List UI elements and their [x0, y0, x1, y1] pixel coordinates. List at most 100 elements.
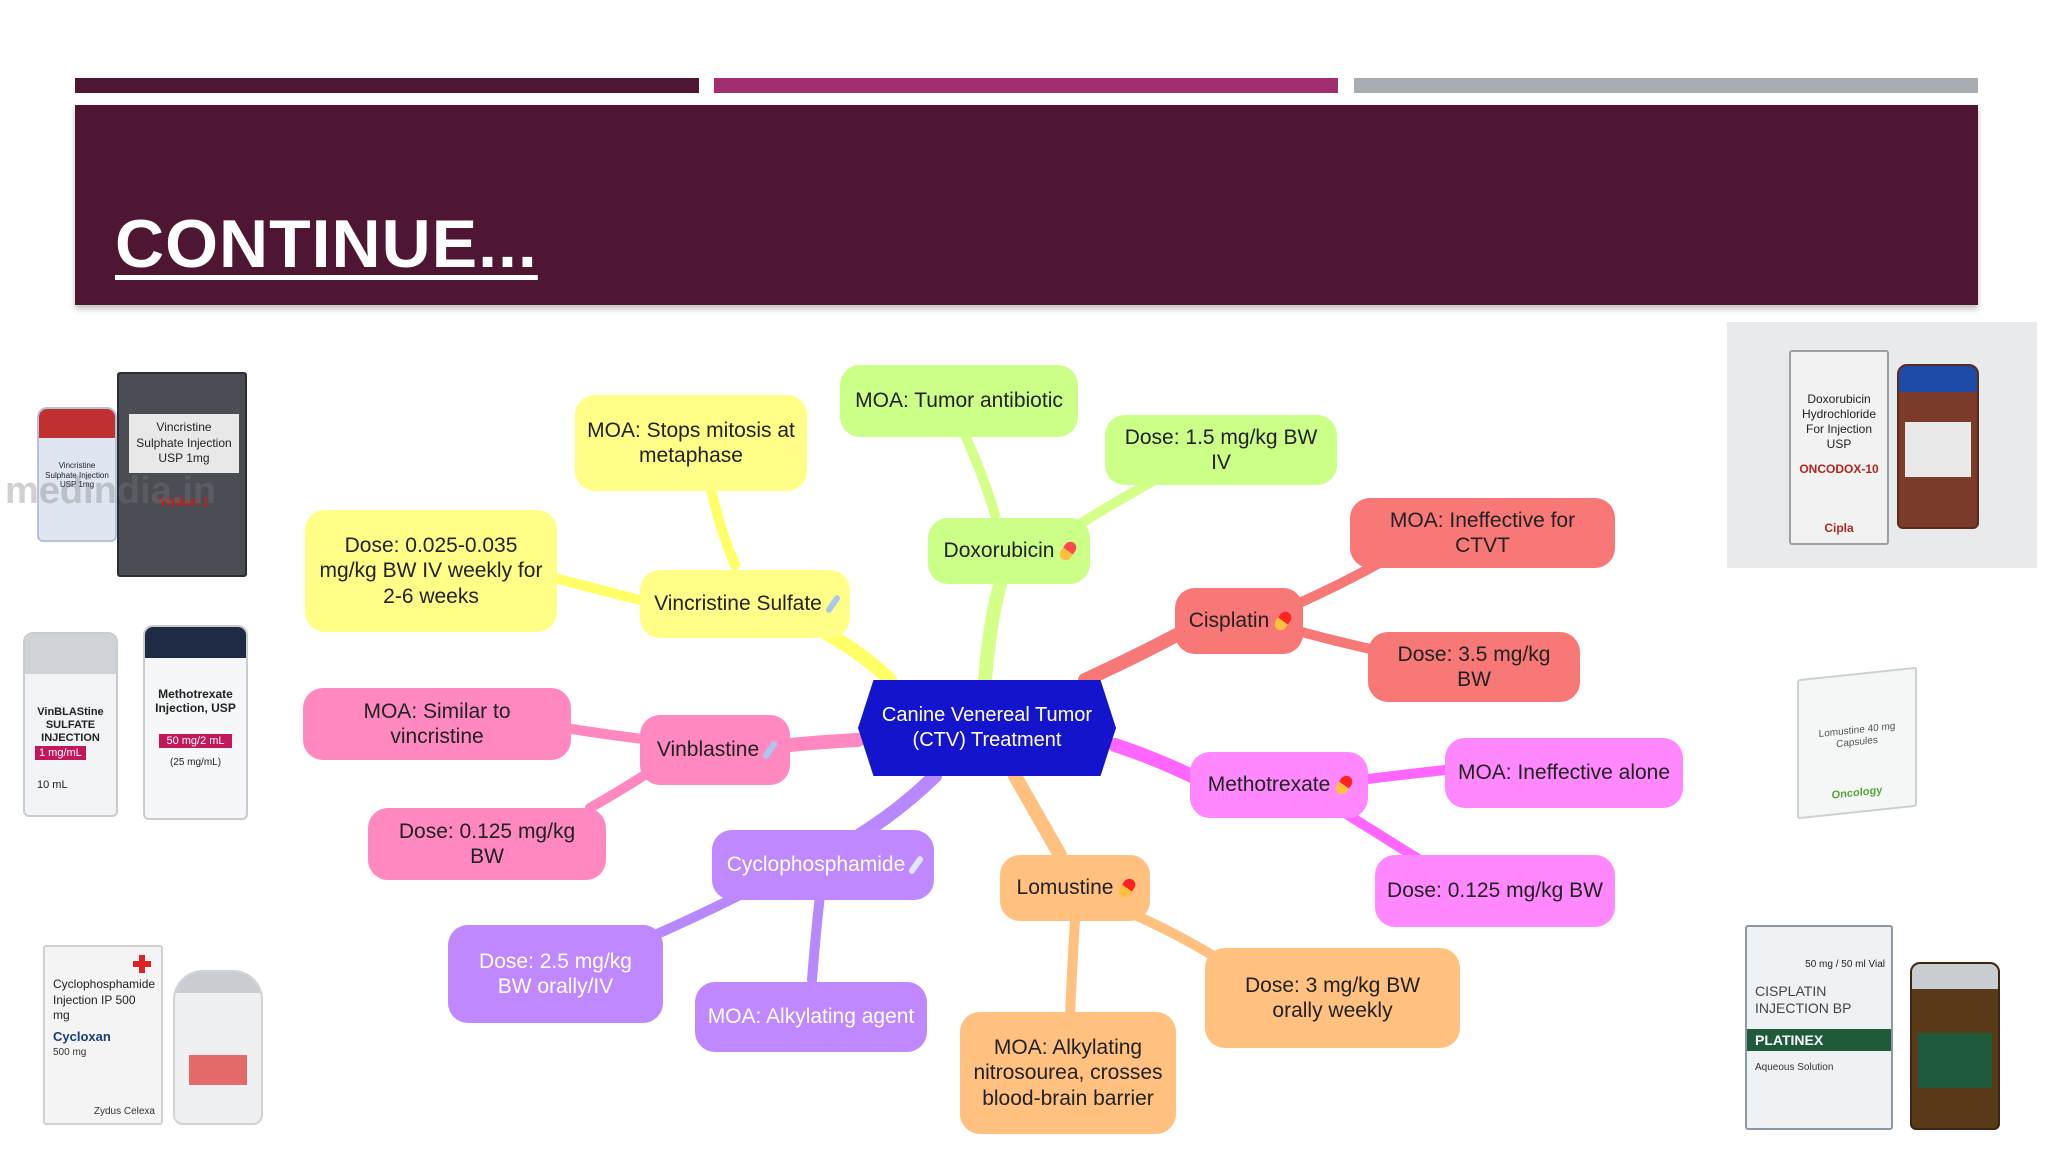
cisplatin-box-text: CISPLATIN INJECTION BP [1755, 983, 1852, 1016]
connector-vincristine-dose [550, 573, 645, 605]
drug-label: Methotrexate [1207, 773, 1331, 797]
dose-node-cyclophosphamide: Dose: 2.5 mg/kg BW orally/IV [448, 925, 663, 1023]
center-node: Canine Venereal Tumor (CTV) Treatment [858, 680, 1116, 776]
dose-node-methotrexate: Dose: 0.125 mg/kg BW [1375, 855, 1615, 927]
methotrexate-vial-label: Methotrexate Injection, USP [155, 687, 236, 715]
top-bar-3 [1354, 78, 1978, 93]
photo-vinblastine-methotrexate: VinBLAStine SULFATE INJECTION 1 mg/mL 10… [15, 620, 255, 825]
moa-node-doxorubicin: MOA: Tumor antibiotic [840, 365, 1078, 437]
drug-label: Lomustine [1016, 876, 1114, 900]
dose-label: Dose: 2.5 mg/kg BW orally/IV [479, 949, 632, 998]
cyclophosphamide-vial [173, 970, 263, 1125]
dose-node-vincristine: Dose: 0.025-0.035 mg/kg BW IV weekly for… [305, 510, 557, 632]
pill-icon [1116, 876, 1139, 900]
lomustine-box-text: Lomustine 40 mg Capsules [1818, 720, 1896, 751]
moa-node-cyclophosphamide: MOA: Alkylating agent [695, 982, 927, 1052]
center-line-2: (CTV) Treatment [912, 729, 1062, 751]
drug-label: Doxorubicin [943, 539, 1055, 563]
vincristine-vial: Vincristine Sulphate Injection USP 1mg [37, 407, 117, 542]
syringe-icon [908, 855, 925, 875]
vinblastine-volume: 10 mL [37, 778, 68, 791]
pill-icon [1272, 609, 1294, 633]
top-bar-1 [75, 78, 699, 93]
dose-label: Dose: 3 mg/kg BW orally weekly [1244, 973, 1421, 1022]
vincristine-box-text: Vincristine Sulphate Injection USP 1mg [129, 414, 239, 473]
cisplatin-strength: 50 mg / 50 ml Vial [1805, 959, 1885, 970]
connector-lomustine [1008, 769, 1067, 862]
drug-node-cisplatin: Cisplatin [1175, 588, 1303, 654]
photo-lomustine: Lomustine 40 mg Capsules Oncology [1775, 655, 1945, 825]
connector-vincristine-moa [705, 480, 740, 570]
moa-label: MOA: Ineffective for CTVT [1389, 508, 1576, 557]
methotrexate-vial: Methotrexate Injection, USP 50 mg/2 mL (… [143, 625, 248, 820]
doxorubicin-brand: ONCODOX-10 [1799, 462, 1879, 476]
lomustine-box: Lomustine 40 mg Capsules Oncology [1797, 666, 1917, 820]
lomustine-brand: Oncology [1831, 784, 1883, 802]
connector-doxorubicin [978, 578, 1007, 687]
moa-node-lomustine: MOA: Alkylating nitrosourea, crosses blo… [960, 1012, 1176, 1134]
drug-label: Cyclophosphamide [726, 853, 906, 877]
dose-node-doxorubicin: Dose: 1.5 mg/kg BW IV [1105, 415, 1337, 485]
cisplatin-vial [1910, 962, 2000, 1130]
drug-node-cyclophosphamide: Cyclophosphamide [712, 830, 934, 900]
connector-vinblastine [783, 733, 865, 752]
connector-cyclophosphamide-dose [650, 890, 745, 940]
doxorubicin-vial [1897, 364, 1979, 529]
connector-cyclophosphamide [853, 769, 942, 842]
red-cross-icon [133, 955, 151, 973]
connector-vinblastine-moa [560, 723, 655, 745]
cisplatin-vial-label [1918, 1032, 1992, 1088]
pill-icon [1333, 773, 1355, 797]
connector-methotrexate [1108, 738, 1207, 787]
vincristine-watermark: medindia.in [5, 470, 217, 512]
drug-node-methotrexate: Methotrexate [1190, 752, 1368, 818]
vinblastine-vial: VinBLAStine SULFATE INJECTION 1 mg/mL 10… [23, 632, 118, 817]
drug-label: Cisplatin [1188, 609, 1270, 633]
drug-node-doxorubicin: Doxorubicin [928, 518, 1090, 584]
drug-label: Vinblastine [656, 738, 760, 762]
title-banner: CONTINUE... [75, 105, 1978, 305]
moa-node-vincristine: MOA: Stops mitosis at metaphase [575, 395, 807, 491]
top-bar-2 [714, 78, 1338, 93]
cyclophosphamide-box-text: Cyclophosphamide Injection IP 500 mg [53, 977, 156, 1023]
drug-label: Vincristine Sulfate [654, 592, 822, 616]
doxorubicin-box-text: Doxorubicin Hydrochloride For Injection … [1801, 392, 1877, 451]
cyclophosphamide-brand: Cycloxan [53, 1029, 111, 1044]
moa-label: MOA: Tumor antibiotic [855, 389, 1063, 413]
slide-title: CONTINUE... [115, 206, 538, 282]
methotrexate-strength: 50 mg/2 mL [159, 733, 232, 748]
photo-vincristine: Vincristine Sulphate Injection USP 1mg V… [5, 362, 255, 587]
dose-node-cisplatin: Dose: 3.5 mg/kg BW [1368, 632, 1580, 702]
cyclophosphamide-vial-label [189, 1055, 247, 1086]
drug-node-vinblastine: Vinblastine [640, 715, 790, 785]
methotrexate-note: (25 mg/mL) [169, 756, 222, 768]
dose-label: Dose: 0.125 mg/kg BW [398, 819, 576, 868]
vinblastine-vial-label: VinBLAStine SULFATE INJECTION [37, 706, 104, 744]
dose-label: Dose: 3.5 mg/kg BW [1397, 642, 1551, 691]
cisplatin-note: Aqueous Solution [1755, 1062, 1834, 1073]
moa-label: MOA: Alkylating nitrosourea, crosses blo… [973, 1036, 1163, 1110]
cisplatin-box: 50 mg / 50 ml Vial CISPLATIN INJECTION B… [1745, 925, 1893, 1130]
connector-doxorubicin-moa [960, 430, 1000, 520]
drug-node-lomustine: Lomustine [1000, 855, 1150, 921]
pill-icon [1057, 539, 1080, 563]
connector-lomustine-moa [1065, 915, 1080, 1020]
moa-label: MOA: Alkylating agent [707, 1005, 915, 1029]
center-line-1: Canine Venereal Tumor [881, 704, 1093, 726]
vincristine-box: Vincristine Sulphate Injection USP 1mg V… [117, 372, 247, 577]
doxorubicin-box: Doxorubicin Hydrochloride For Injection … [1789, 350, 1889, 545]
dose-node-lomustine: Dose: 3 mg/kg BW orally weekly [1205, 948, 1460, 1048]
dose-label: Dose: 0.125 mg/kg BW [1387, 879, 1603, 903]
moa-node-vinblastine: MOA: Similar to vincristine [303, 688, 571, 760]
moa-label: MOA: Similar to vincristine [363, 699, 511, 748]
vinblastine-strength: 1 mg/mL [35, 746, 86, 761]
dose-label: Dose: 1.5 mg/kg BW IV [1124, 425, 1318, 474]
connector-cyclophosphamide-moa [807, 890, 825, 985]
photo-doxorubicin: Doxorubicin Hydrochloride For Injection … [1727, 322, 2037, 568]
moa-label: MOA: Ineffective alone [1457, 761, 1671, 785]
moa-label: MOA: Stops mitosis at metaphase [587, 418, 795, 467]
dose-label: Dose: 0.025-0.035 mg/kg BW IV weekly for… [319, 534, 543, 608]
connector-methotrexate-moa [1355, 765, 1450, 785]
cisplatin-brand: PLATINEX [1747, 1029, 1891, 1051]
vincristine-vial-label: Vincristine Sulphate Injection USP 1mg [45, 461, 109, 489]
